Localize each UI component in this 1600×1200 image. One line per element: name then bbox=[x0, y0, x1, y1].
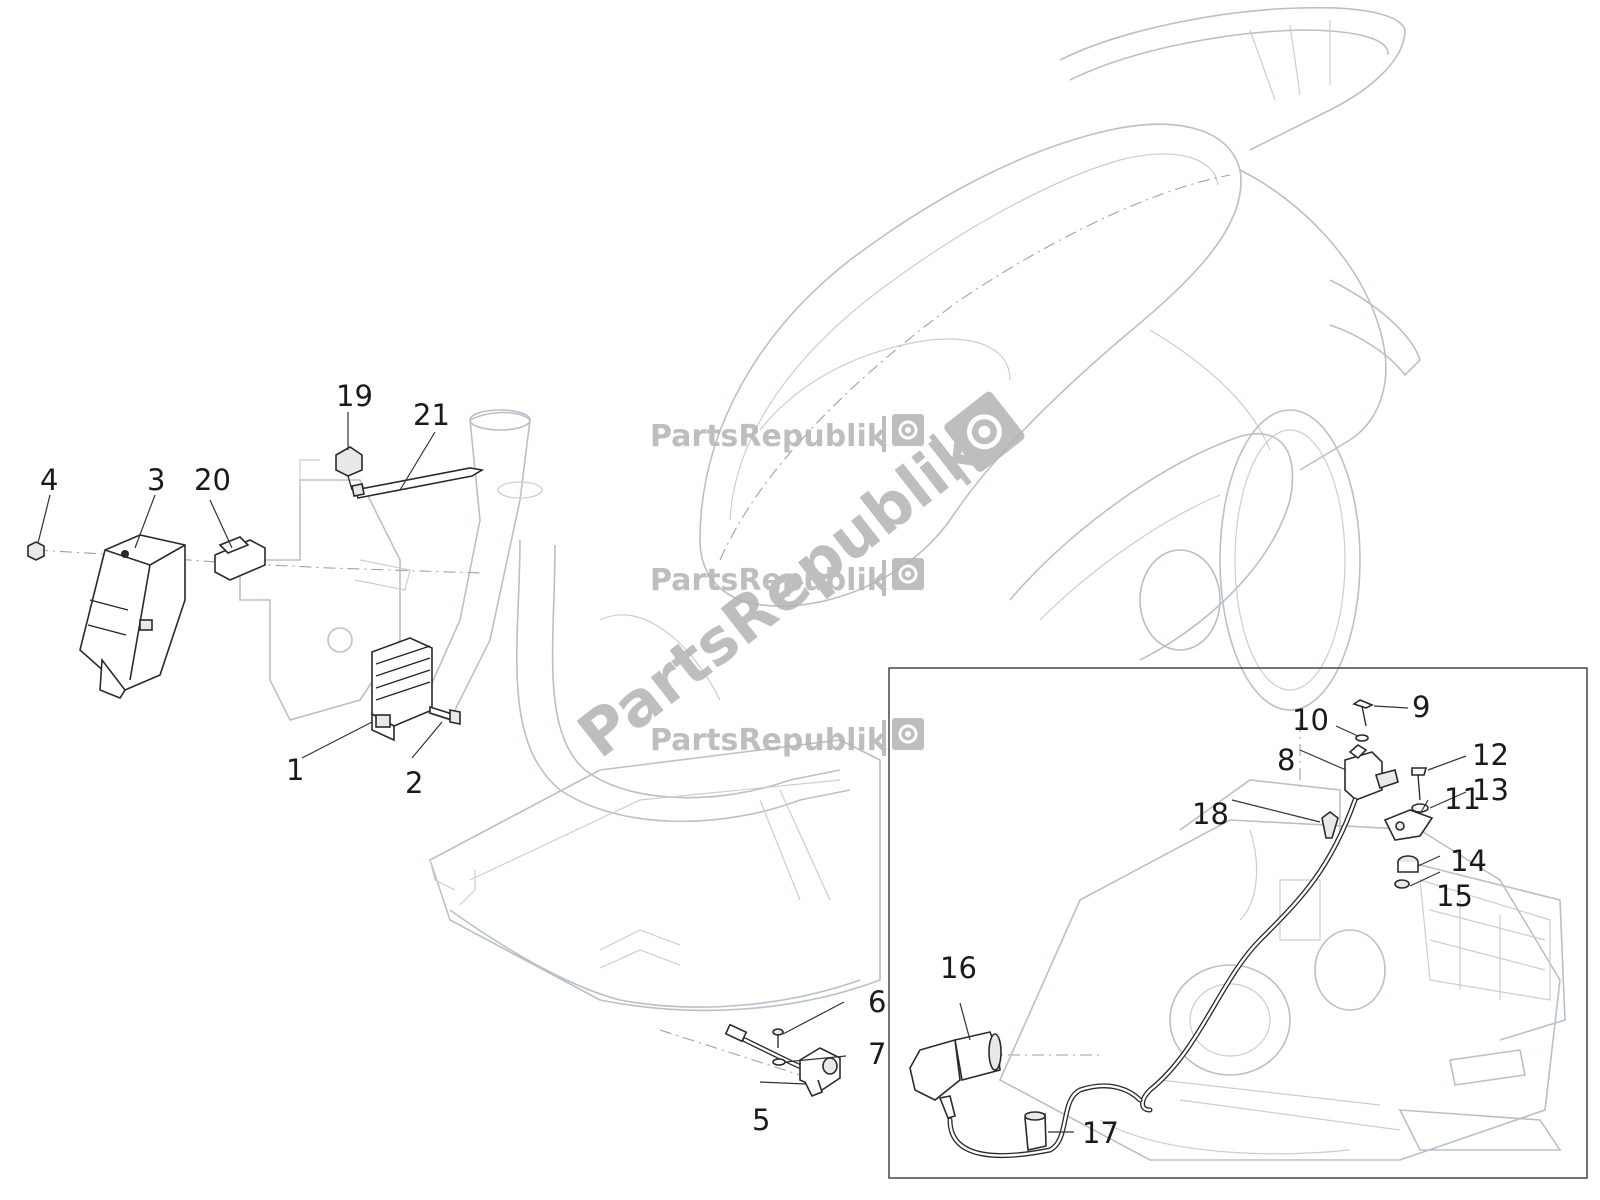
watermark-text: PartsRepublik bbox=[650, 563, 888, 598]
callout-11: 11 bbox=[1444, 782, 1481, 816]
part-9-screw bbox=[1352, 699, 1374, 727]
callout-12: 12 bbox=[1472, 738, 1509, 772]
callout-5: 5 bbox=[752, 1103, 770, 1137]
part-2-screw bbox=[429, 705, 461, 725]
callout-7: 7 bbox=[868, 1037, 886, 1071]
part-6-screw bbox=[772, 1028, 784, 1048]
callout-9: 9 bbox=[1412, 690, 1430, 724]
part-3-control-unit bbox=[79, 534, 186, 699]
gear-icon bbox=[892, 718, 924, 750]
watermark-row-2: PartsRepublik bbox=[650, 558, 924, 598]
part-7-washer bbox=[772, 1058, 786, 1066]
part-18-clip bbox=[1321, 811, 1339, 839]
callout-20: 20 bbox=[194, 463, 231, 497]
part-20-clip bbox=[214, 536, 266, 581]
callout-16: 16 bbox=[940, 951, 977, 985]
part-12-screw bbox=[1411, 767, 1428, 801]
part-21-cable-tie bbox=[351, 467, 485, 499]
callout-6: 6 bbox=[868, 985, 886, 1019]
watermark-row-1: PartsRepublik bbox=[650, 414, 924, 454]
watermark-row-3: PartsRepublik bbox=[650, 718, 924, 758]
watermark: PartsRepublik PartsRepublik PartsRepubli… bbox=[564, 391, 1025, 772]
callout-13: 13 bbox=[1472, 773, 1509, 807]
callout-labels: 1 2 3 4 5 6 7 8 9 10 11 12 13 14 15 16 1… bbox=[40, 379, 1509, 1150]
callout-8: 8 bbox=[1277, 743, 1295, 777]
callout-15: 15 bbox=[1436, 879, 1473, 913]
part-19-clamp bbox=[335, 446, 363, 491]
part-8-coil bbox=[1344, 744, 1399, 801]
scooter-outline bbox=[239, 6, 1421, 1012]
gear-icon bbox=[944, 391, 1025, 472]
gear-icon bbox=[892, 558, 924, 590]
watermark-text: PartsRepublik bbox=[650, 723, 888, 758]
part-17-sleeve bbox=[1024, 1111, 1047, 1151]
callout-2: 2 bbox=[405, 766, 423, 800]
part-4-nut bbox=[27, 541, 45, 561]
watermark-text: PartsRepublik bbox=[650, 419, 888, 454]
part-5-sensor bbox=[724, 1023, 841, 1098]
part-8-lead bbox=[1140, 797, 1358, 1113]
callout-10: 10 bbox=[1292, 703, 1329, 737]
part-1-regulator bbox=[371, 637, 433, 742]
callout-14: 14 bbox=[1450, 844, 1487, 878]
leader-lines bbox=[37, 412, 1467, 1133]
callout-19: 19 bbox=[336, 379, 373, 413]
assembly-guides bbox=[35, 549, 1301, 1076]
callout-3: 3 bbox=[147, 463, 165, 497]
callout-18: 18 bbox=[1192, 797, 1229, 831]
gear-icon bbox=[892, 414, 924, 446]
part-16-plug-cap bbox=[909, 1031, 1143, 1159]
callout-1: 1 bbox=[286, 753, 304, 787]
callout-4: 4 bbox=[40, 463, 58, 497]
part-15-bush bbox=[1394, 879, 1410, 889]
callout-17: 17 bbox=[1082, 1116, 1119, 1150]
part-14-bush bbox=[1397, 855, 1419, 873]
part-11-bracket bbox=[1383, 809, 1434, 841]
callout-21: 21 bbox=[413, 398, 450, 432]
watermark-text-diagonal: PartsRepublik bbox=[564, 412, 996, 772]
part-10-washer bbox=[1355, 734, 1369, 742]
